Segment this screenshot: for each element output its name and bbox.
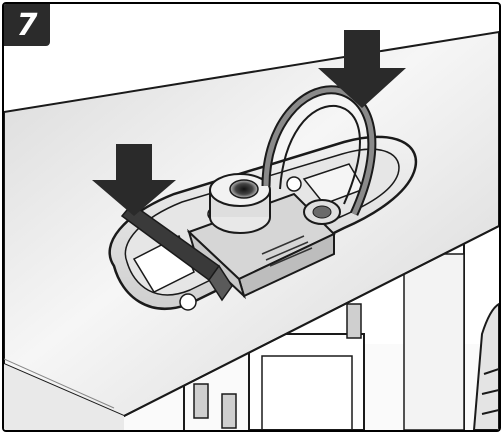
cable-loop (261, 85, 377, 216)
down-arrow-left (92, 144, 176, 216)
camera-module (187, 173, 341, 300)
lens (229, 179, 259, 199)
cabinet-body (4, 234, 499, 430)
step-number-badge: 7 (4, 4, 50, 46)
side-cylinder (472, 302, 499, 430)
step-number: 7 (16, 7, 38, 43)
down-arrow-right (318, 30, 406, 108)
installation-illustration (4, 30, 499, 430)
